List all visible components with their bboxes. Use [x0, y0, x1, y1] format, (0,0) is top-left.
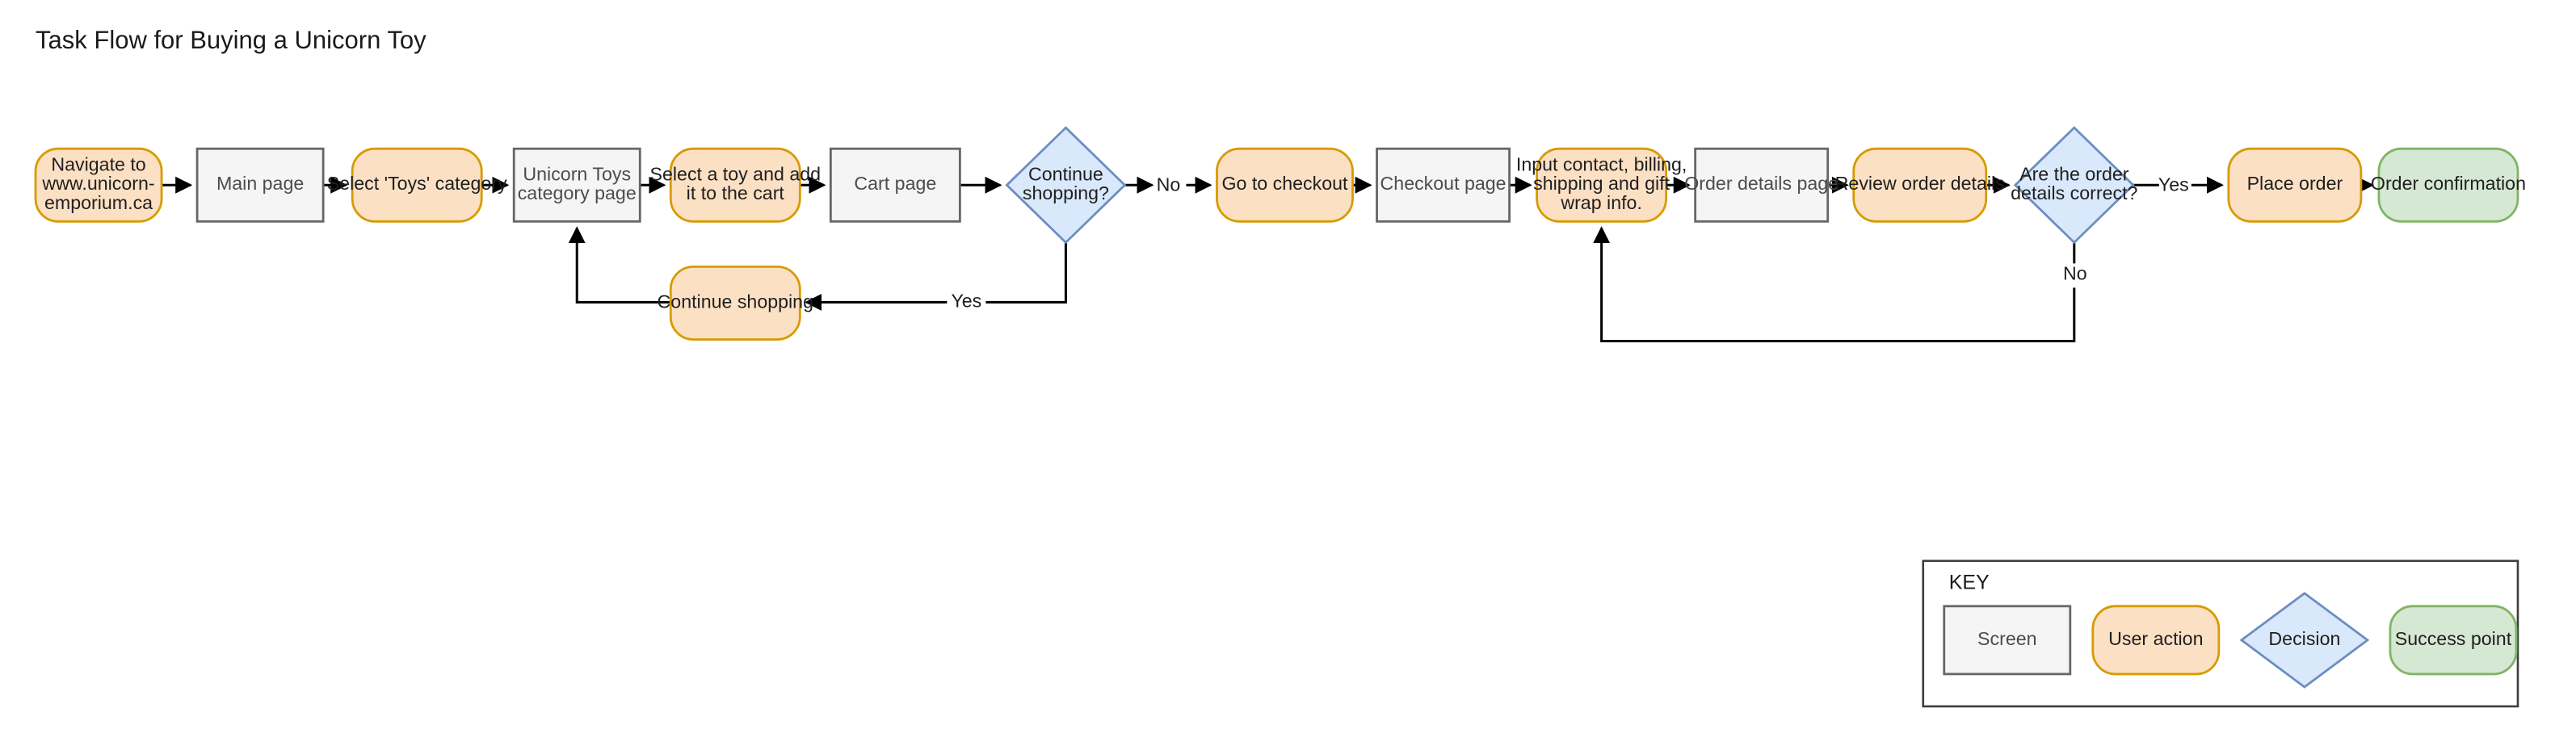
node-order-confirm[interactable]: Order confirmation: [2371, 147, 2526, 223]
node-continue-shop[interactable]: Continue shopping: [658, 265, 813, 341]
edge-continue-yes-down: [985, 242, 1067, 304]
edge-label-continue-no: No: [1157, 174, 1181, 195]
edge-label-continue-yes: Yes: [951, 291, 981, 312]
node-select-toys[interactable]: Select 'Toys' category: [327, 147, 507, 223]
node-checkout-page[interactable]: Checkout page: [1376, 147, 1511, 223]
key-item-key-screen: Screen: [1943, 605, 2072, 676]
edge-label-correct-no: No: [2063, 262, 2087, 283]
edge-continue-shopping-to-unicorn: [568, 226, 671, 304]
edges-layer: [162, 176, 2375, 342]
key-title: KEY: [1949, 571, 1990, 593]
key-item-key-user-action: User action: [2091, 605, 2221, 676]
node-input-info[interactable]: Input contact, billing,shipping and gift…: [1516, 147, 1687, 223]
node-go-checkout[interactable]: Go to checkout: [1216, 147, 1354, 223]
node-place-order[interactable]: Place order: [2227, 147, 2363, 223]
edge-label-correct-yes: Yes: [2158, 174, 2189, 195]
node-review-order[interactable]: Review order details: [1835, 147, 2005, 223]
key-item-key-success-point: Success point: [2389, 605, 2518, 676]
node-main-page[interactable]: Main page: [195, 147, 325, 223]
node-order-details[interactable]: Order details page: [1684, 147, 1838, 223]
diagram-title: Task Flow for Buying a Unicorn Toy: [36, 26, 427, 54]
node-cart-page[interactable]: Cart page: [829, 147, 961, 223]
edge-no-back-to-input: [1593, 226, 2076, 342]
